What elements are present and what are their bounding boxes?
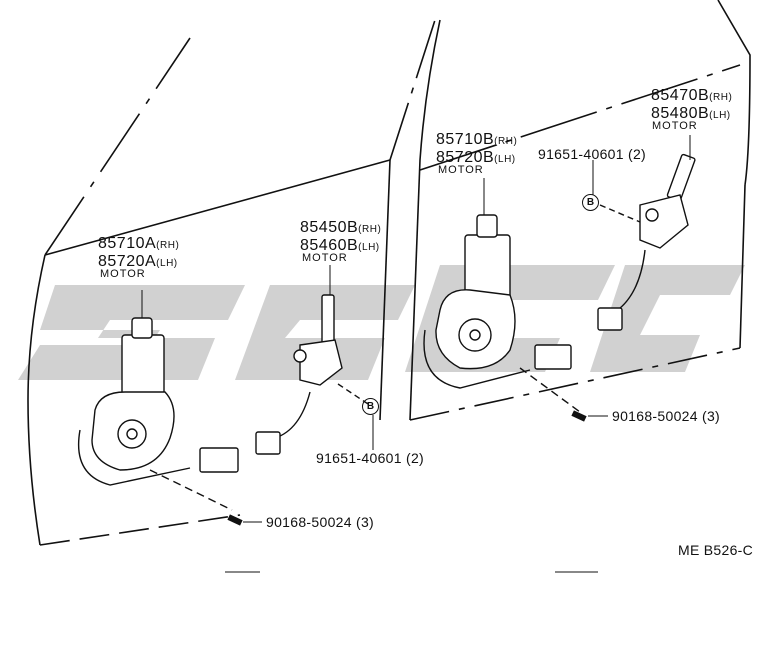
- side-code: (LH): [358, 242, 380, 253]
- side-code: (RH): [358, 224, 382, 235]
- bolt-callout: 91651-40601 (2): [538, 146, 647, 162]
- right-rear-motor: [597, 153, 696, 331]
- diagram-code: ME B526-C: [678, 542, 754, 558]
- motor-caption: MOTOR: [652, 120, 698, 132]
- leader-lines: [141, 135, 691, 450]
- part-number: 85720B: [436, 149, 495, 166]
- right-door-outline: [389, 0, 751, 421]
- left-front-motor-label: 85710A(RH) 85720A(LH): [98, 236, 179, 272]
- side-code: (RH): [156, 240, 180, 251]
- side-code: (LH): [709, 110, 731, 121]
- motor-caption: MOTOR: [438, 164, 484, 176]
- left-front-motor: [78, 317, 239, 511]
- part-number: 85710B: [436, 131, 495, 148]
- part-number: 85480B: [651, 105, 710, 122]
- bolt-callout: 91651-40601 (2): [316, 450, 425, 466]
- motor-caption: MOTOR: [100, 268, 146, 280]
- part-number: 85460B: [300, 237, 359, 254]
- screw-callout: 90168-50024 (3): [612, 408, 721, 424]
- right-rear-motor-label: 85470B(RH) 85480B(LH): [651, 88, 732, 124]
- side-code: (LH): [156, 258, 178, 269]
- part-number: 85710A: [98, 235, 157, 252]
- left-rear-motor: [255, 294, 369, 455]
- bolt-marker: B: [582, 194, 599, 211]
- part-number: 85450B: [300, 219, 359, 236]
- left-door-outline: [27, 37, 391, 546]
- screw: [227, 410, 608, 526]
- side-code: (LH): [494, 154, 516, 165]
- screw-callout: 90168-50024 (3): [266, 514, 375, 530]
- side-code: (RH): [494, 136, 518, 147]
- bolt-marker: B: [362, 398, 379, 415]
- right-front-motor: [423, 214, 581, 413]
- part-number: 85470B: [651, 87, 710, 104]
- left-rear-motor-label: 85450B(RH) 85460B(LH): [300, 220, 381, 256]
- side-code: (RH): [709, 92, 733, 103]
- motor-caption: MOTOR: [302, 252, 348, 264]
- right-front-motor-label: 85710B(RH) 85720B(LH): [436, 132, 517, 168]
- part-number: 85720A: [98, 253, 157, 270]
